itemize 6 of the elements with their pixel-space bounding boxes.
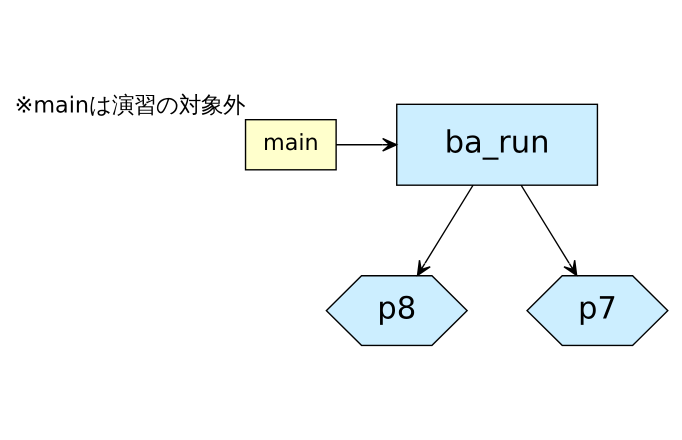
arrow (416, 184, 474, 276)
node-box: ba_run (396, 104, 598, 186)
node-label: ※mainは演習の対象外 (14, 92, 246, 118)
node-box: main (244, 118, 337, 171)
arrow (336, 138, 398, 152)
arrow (520, 184, 578, 276)
